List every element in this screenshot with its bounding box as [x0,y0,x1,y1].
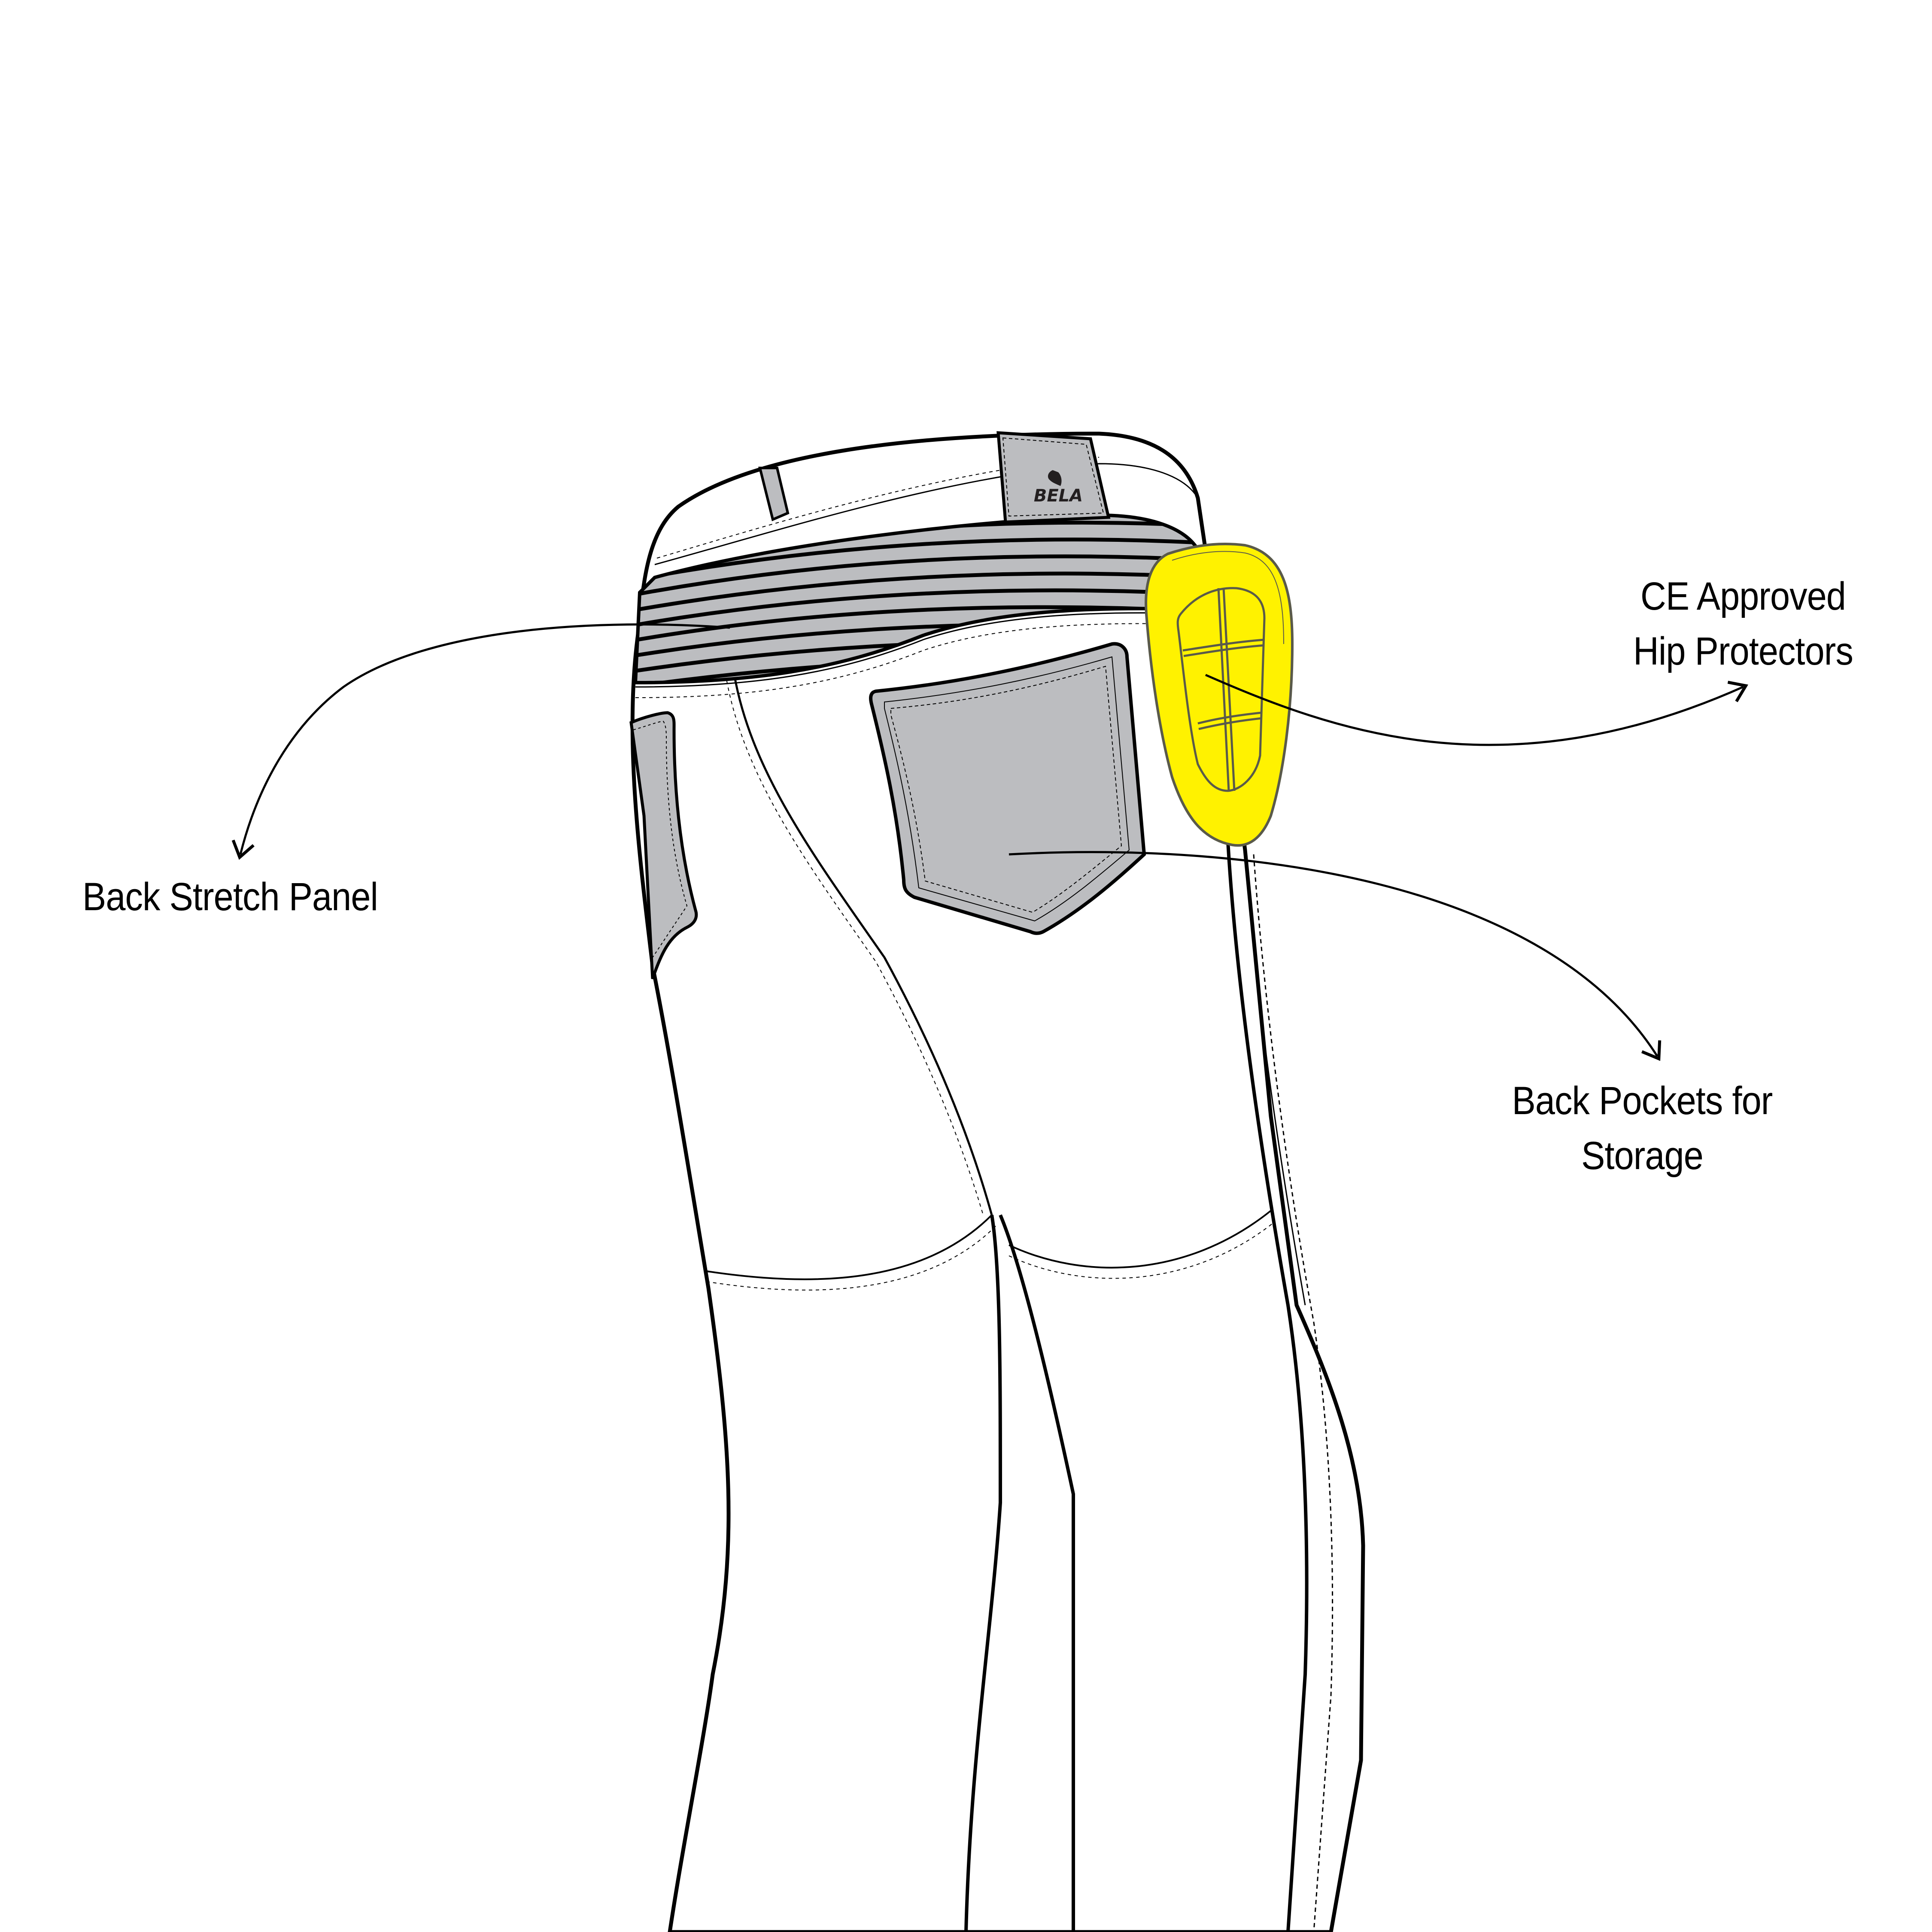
callout-leader-lines [231,623,1748,1061]
belt-loop [758,467,790,522]
side-knee-panel-left [629,711,698,980]
callout-back-pockets-line-2: Storage [1581,1134,1704,1178]
callout-back-stretch-panel: Back Stretch Panel [82,869,378,924]
callout-hip-protectors-line-2: Hip Protectors [1633,629,1853,673]
callout-back-pockets: Back Pockets for Storage [1501,1073,1783,1183]
callout-back-pockets-line-1: Back Pockets for [1512,1079,1773,1123]
side-seam [1226,841,1334,1932]
callout-hip-protectors-line-1: CE Approved [1640,574,1846,618]
callout-back-stretch-panel-line-1: Back Stretch Panel [82,875,378,919]
leader-back-pockets [1009,851,1662,1061]
leader-back-stretch-panel [231,623,730,860]
seat-seams [704,1210,1276,1291]
pants-body [630,431,1365,1932]
callout-hip-protectors: CE Approved Hip Protectors [1619,569,1867,679]
brand-patch: BELA [996,431,1111,524]
yoke-seam [725,674,993,1215]
leg-split [964,1214,1075,1932]
panther-head-logo-icon [1048,470,1062,486]
leader-hip-protectors [1205,674,1748,746]
brand-patch-text: BELA [1034,486,1083,506]
hip-protector [1145,542,1294,847]
back-pocket [869,642,1146,935]
hip-protector-grid [1176,587,1266,792]
